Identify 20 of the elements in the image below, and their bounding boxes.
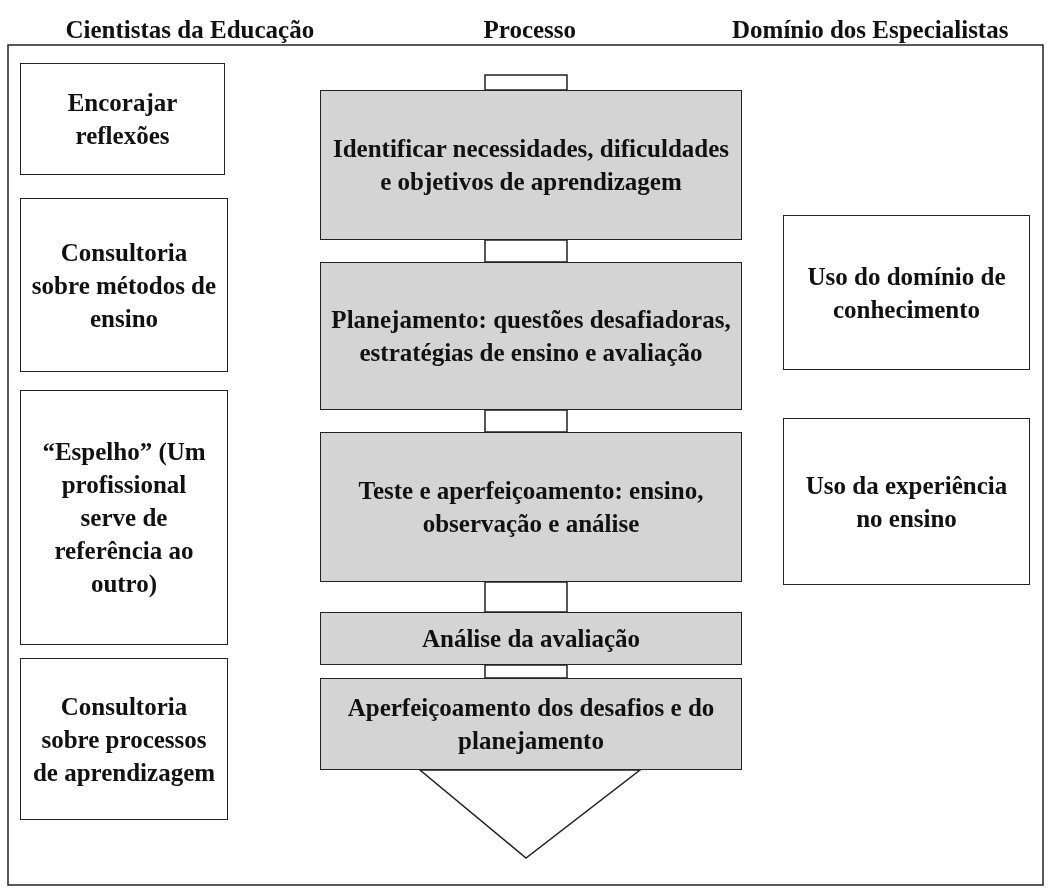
process-step-box: Aperfeiçoamento dos desafios e do planejamento — [320, 678, 742, 770]
process-step-box: Análise da avaliação — [320, 612, 742, 665]
text-box: Uso da experiência no ensino — [783, 418, 1030, 585]
block-arrow — [417, 769, 643, 859]
text-box: Consultoria sobre métodos de ensino — [20, 198, 228, 372]
block-arrow-shaft — [484, 664, 568, 679]
text-box: Encorajar reflexões — [20, 63, 225, 175]
process-step-box: Planejamento: questões desafiadoras, estratégias de ensino e avaliação — [320, 262, 742, 410]
text-box: “Espelho” (Um profissional serve de referência ao outro) — [20, 390, 228, 645]
block-arrow-shaft — [484, 74, 568, 91]
block-arrow-shaft — [484, 409, 568, 433]
process-step-box: Teste e aperfeiçoamento: ensino, observação e análise — [320, 432, 742, 582]
column-heading: Cientistas da Educação — [65, 16, 315, 44]
column-heading: Domínio dos Especialistas — [732, 16, 1009, 44]
text-box: Consultoria sobre processos de aprendizagem — [20, 658, 228, 820]
process-step-box: Identificar necessidades, dificuldades e objetivos de aprendizagem — [320, 90, 742, 240]
column-heading: Processo — [483, 16, 577, 44]
text-box: Uso do domínio de conhecimento — [783, 215, 1030, 370]
block-arrow-shaft — [484, 239, 568, 263]
block-arrow-shaft — [484, 581, 568, 613]
